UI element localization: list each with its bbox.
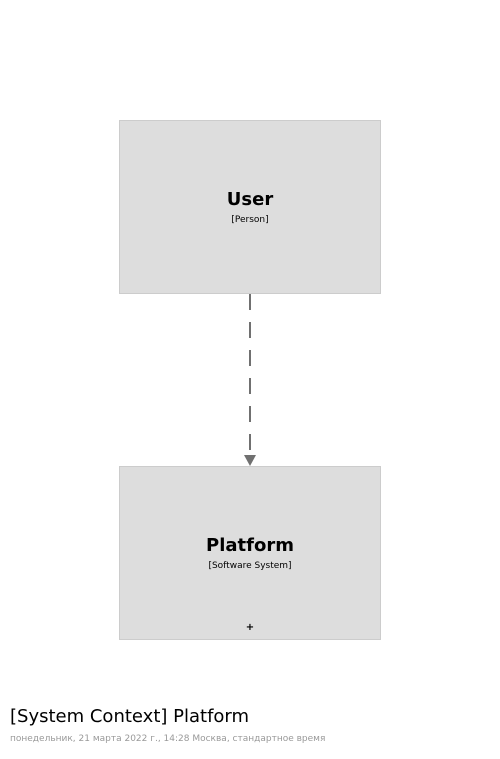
element-name: Platform	[206, 534, 294, 556]
expand-marker-icon[interactable]: +	[245, 622, 255, 633]
diagram-title: [System Context] Platform	[10, 706, 250, 727]
element-type: [Software System]	[208, 560, 292, 571]
element-platform[interactable]: Platform [Software System] +	[119, 466, 381, 640]
element-name: User	[226, 188, 274, 210]
element-user[interactable]: User [Person]	[119, 120, 381, 294]
arrowhead-icon	[244, 455, 256, 466]
diagram-timestamp: понедельник, 21 марта 2022 г., 14:28 Мос…	[10, 734, 326, 744]
element-type: [Person]	[231, 214, 269, 225]
